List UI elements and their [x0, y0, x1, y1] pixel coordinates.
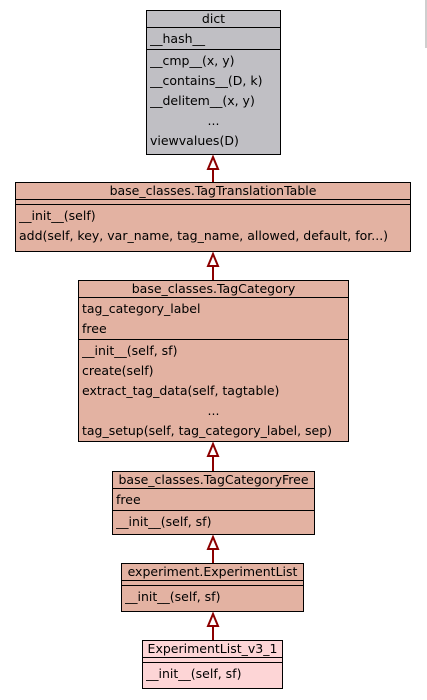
class-name: ExperimentList_v3_1 — [143, 641, 282, 658]
method: extract_tag_data(self, tagtable) — [82, 383, 280, 398]
methods-section: __init__(self, sf) — [113, 511, 314, 532]
method: add(self, key, var_name, tag_name, allow… — [19, 228, 389, 243]
attributes-section: free — [113, 489, 314, 511]
methods-section: __init__(self, sf) — [143, 663, 282, 684]
class-box-tag-category-free[interactable]: base_classes.TagCategoryFree free __init… — [112, 471, 315, 535]
scrollbar[interactable] — [425, 0, 427, 48]
class-box-tag-category[interactable]: base_classes.TagCategory tag_category_la… — [78, 280, 349, 442]
inheritance-arrow — [206, 534, 220, 563]
methods-section: __cmp__(x, y) __contains__(D, k) __delit… — [147, 50, 280, 151]
attributes-section — [143, 658, 282, 663]
attribute: __hash__ — [150, 31, 206, 46]
attribute: free — [82, 321, 107, 336]
method: __cmp__(x, y) — [150, 53, 235, 68]
class-name: dict — [147, 11, 280, 28]
attribute: tag_category_label — [82, 301, 201, 316]
method: create(self) — [82, 363, 154, 378]
class-name: base_classes.TagCategory — [79, 281, 348, 298]
methods-section: __init__(self, sf) — [122, 586, 303, 607]
attribute: free — [116, 492, 141, 507]
method: __delitem__(x, y) — [150, 93, 255, 108]
ellipsis: ... — [207, 113, 220, 128]
method: __init__(self) — [19, 208, 96, 223]
class-box-experiment-list[interactable]: experiment.ExperimentList __init__(self,… — [121, 563, 304, 612]
inheritance-arrow — [206, 154, 220, 182]
method: __init__(self, sf) — [146, 666, 242, 681]
attributes-section — [122, 581, 303, 586]
method: __init__(self, sf) — [82, 343, 178, 358]
class-box-experiment-list-v3-1[interactable]: ExperimentList_v3_1 __init__(self, sf) — [142, 640, 283, 689]
method: tag_setup(self, tag_category_label, sep) — [82, 423, 333, 438]
method: __init__(self, sf) — [125, 589, 221, 604]
ellipsis: ... — [207, 403, 220, 418]
inheritance-arrow — [206, 251, 220, 280]
class-name: base_classes.TagTranslationTable — [16, 183, 410, 200]
attributes-section: __hash__ — [147, 28, 280, 50]
inheritance-arrow — [206, 611, 220, 640]
class-box-tag-translation-table[interactable]: base_classes.TagTranslationTable __init_… — [15, 182, 411, 252]
class-box-dict[interactable]: dict __hash__ __cmp__(x, y) __contains__… — [146, 10, 281, 155]
methods-section: __init__(self) add(self, key, var_name, … — [16, 205, 410, 246]
attributes-section: tag_category_label free — [79, 298, 348, 340]
class-name: experiment.ExperimentList — [122, 564, 303, 581]
method: __contains__(D, k) — [150, 73, 263, 88]
class-name: base_classes.TagCategoryFree — [113, 472, 314, 489]
method: viewvalues(D) — [150, 133, 239, 148]
attributes-section — [16, 200, 410, 205]
method: __init__(self, sf) — [116, 514, 212, 529]
methods-section: __init__(self, sf) create(self) extract_… — [79, 340, 348, 441]
inheritance-arrow — [206, 441, 220, 471]
